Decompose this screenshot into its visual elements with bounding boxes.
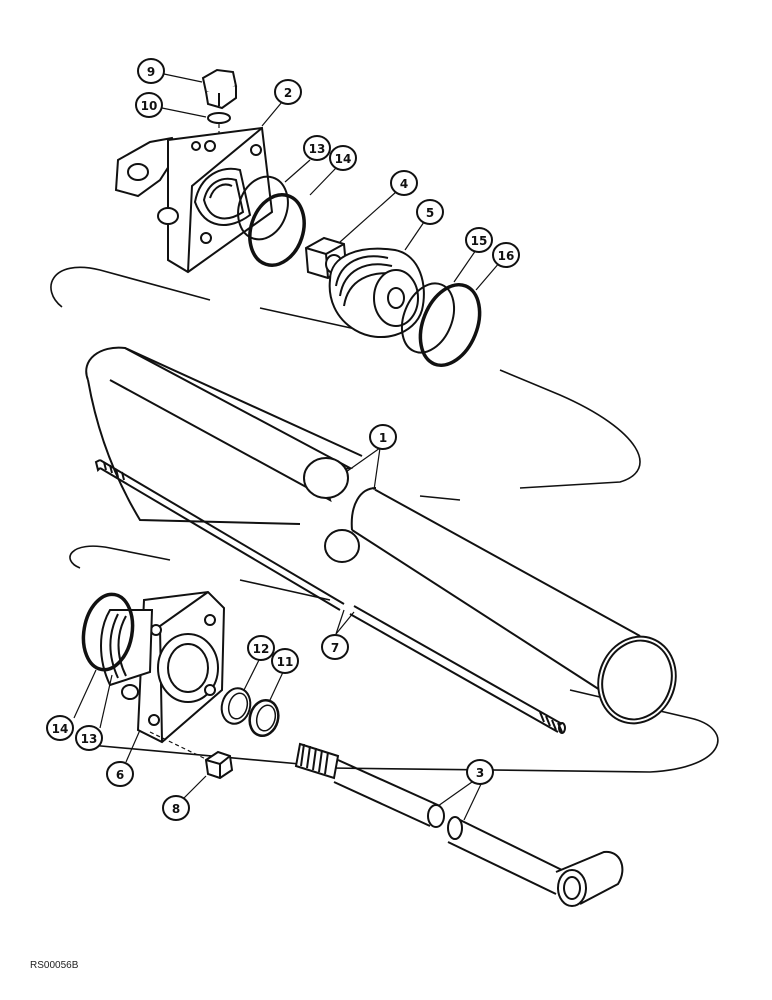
tie-rod-nut-part — [204, 750, 234, 780]
wiper-inner-line — [255, 704, 277, 732]
head-end-cap-part — [114, 126, 274, 274]
washer-part — [207, 112, 231, 124]
barrel-cut-ring-part — [324, 529, 360, 563]
callout-number: 1 — [379, 431, 387, 445]
base-seal-part — [81, 592, 135, 672]
nut-axis-line — [149, 731, 213, 763]
plug-part — [201, 68, 238, 110]
tie-rod-part — [94, 459, 566, 734]
wear-ring-part — [400, 282, 456, 354]
callout-number: 4 — [400, 177, 408, 191]
base-end-cap-part — [100, 590, 226, 744]
callout-number: 9 — [147, 65, 155, 79]
drawing-code: RS00056B — [30, 960, 79, 971]
bushing-inner-line — [227, 692, 249, 720]
callout-number: 10 — [141, 99, 158, 113]
seal-ring-part — [237, 175, 289, 241]
callout-number: 13 — [309, 142, 326, 156]
callout-number: 7 — [331, 641, 339, 655]
o-ring-part — [248, 193, 306, 267]
callout-balloons — [46, 58, 520, 821]
callout-number: 14 — [335, 152, 352, 166]
bushing-part — [220, 687, 252, 725]
lower-assembly-boundary — [69, 545, 719, 773]
callout-number: 13 — [81, 732, 98, 746]
barrel-tube-part — [85, 346, 677, 725]
callout-number: 5 — [426, 206, 434, 220]
callout-number: 15 — [471, 234, 488, 248]
callout-numbers: 9 10 2 13 14 4 5 15 16 1 7 12 11 14 13 6… — [52, 65, 515, 816]
piston-part — [328, 247, 425, 339]
callout-number: 8 — [172, 802, 180, 816]
leader-lines — [73, 73, 501, 821]
callout-number: 2 — [284, 86, 292, 100]
piston-rod-part — [294, 742, 624, 907]
callout-number: 16 — [498, 249, 515, 263]
piston-seal-part — [418, 283, 482, 367]
callout-number: 3 — [476, 766, 484, 780]
callout-number: 11 — [277, 655, 294, 669]
wiper-part — [248, 698, 280, 738]
callout-number: 12 — [253, 642, 270, 656]
callout-number: 14 — [52, 722, 69, 736]
callout-number: 6 — [116, 768, 124, 782]
upper-assembly-boundary — [50, 266, 641, 501]
